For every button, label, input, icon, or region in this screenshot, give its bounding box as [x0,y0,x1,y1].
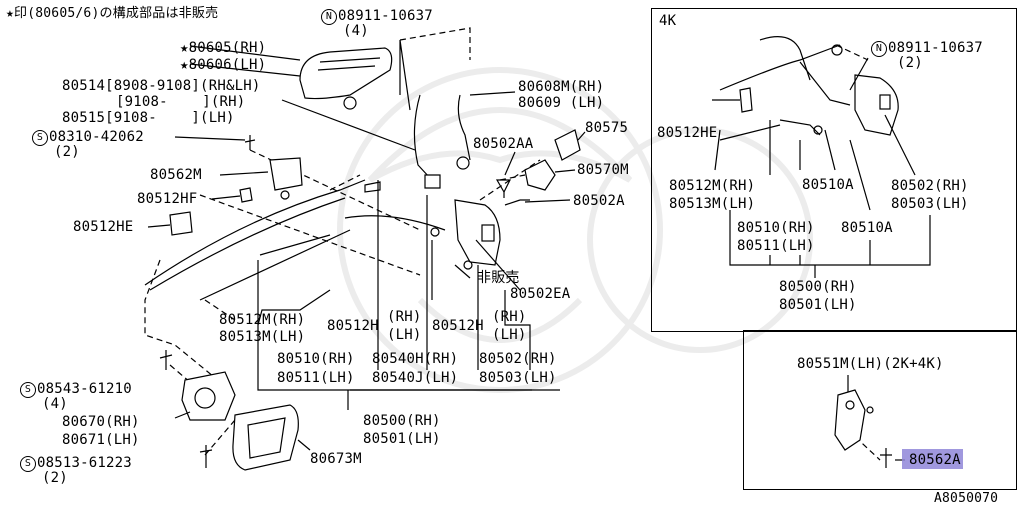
label-80502AA[interactable]: 80502AA [473,136,534,152]
label-4k-80510A-1[interactable]: 80510A [802,177,854,193]
label-4k-80501[interactable]: 80501(LH) [779,297,857,313]
label-80562A[interactable]: 80562A [909,452,961,468]
label-4k-08911-qty: (2) [897,55,923,71]
screw-mark-icon: S [20,382,36,398]
label-80511[interactable]: 80511(LH) [277,370,355,386]
part-80562M [269,157,303,191]
label-80510[interactable]: 80510(RH) [277,351,355,367]
highlight-80562A [902,449,963,469]
label-80512H-1-rh: (RH) [387,309,422,325]
label-80512H-2[interactable]: 80512H [432,318,484,334]
label-80606[interactable]: ★80606(LH) [180,57,267,73]
label-80514[interactable]: 80514[8908-9108](RH&LH) [62,78,261,94]
label-4k-80512M[interactable]: 80512M(RH) [669,178,756,194]
inset-4k-title: 4K [659,13,677,29]
label-80512HE[interactable]: 80512HE [73,219,134,235]
label-80514-rh: [9108- ](RH) [116,94,246,110]
label-80512H-2-lh: (LH) [492,327,527,343]
label-80540H[interactable]: 80540H(RH) [372,351,459,367]
label-80503[interactable]: 80503(LH) [479,370,557,386]
label-80605[interactable]: ★80605(RH) [180,40,267,56]
nut-mark-icon: N [871,41,887,57]
label-80502A[interactable]: 80502A [573,193,625,209]
label-4k-80500[interactable]: 80500(RH) [779,279,857,295]
label-80512H-2-rh: (RH) [492,309,527,325]
label-80512H-1-lh: (LH) [387,327,422,343]
label-80515[interactable]: 80515[9108- ](LH) [62,110,235,126]
label-4k-80512HE[interactable]: 80512HE [657,125,718,141]
screw-mark-icon: S [32,130,48,146]
label-80502EA[interactable]: 80502EA [510,286,571,302]
inner-handle-bezel [232,404,299,471]
label-4k-80503[interactable]: 80503(LH) [891,196,969,212]
label-80562M[interactable]: 80562M [150,167,202,183]
label-80501[interactable]: 80501(LH) [363,431,441,447]
inset-4k-frame [651,8,1017,332]
label-80670[interactable]: 80670(RH) [62,414,140,430]
label-4k-80513M[interactable]: 80513M(LH) [669,196,756,212]
label-not-for-sale: 非販売 [477,270,520,286]
label-80671[interactable]: 80671(LH) [62,432,140,448]
screw-mark-icon: S [20,456,36,472]
label-80500[interactable]: 80500(RH) [363,413,441,429]
label-80551M[interactable]: 80551M(LH)(2K+4K) [797,356,944,372]
latch-assembly [454,199,501,266]
outer-handle-shape [299,47,393,100]
label-80512M[interactable]: 80512M(RH) [219,312,306,328]
label-80512H-1[interactable]: 80512H [327,318,379,334]
label-80570M[interactable]: 80570M [577,162,629,178]
nut-mark-icon: N [321,9,337,25]
inner-handle-bracket [181,371,236,421]
label-08310-qty: (2) [54,144,80,160]
label-80609[interactable]: 80609 (LH) [518,95,605,111]
label-08513-qty: (2) [42,470,68,486]
label-80673M[interactable]: 80673M [310,451,362,467]
label-80513M[interactable]: 80513M(LH) [219,329,306,345]
label-80512HF[interactable]: 80512HF [137,191,198,207]
inset-2k4k-frame [743,330,1017,490]
header-note: ★印(80605/6)の構成部品は非販売 [6,6,219,21]
label-80575[interactable]: 80575 [585,120,629,136]
bracket-80551M [834,389,866,451]
label-4k-80502[interactable]: 80502(RH) [891,178,969,194]
label-4k-80510[interactable]: 80510(RH) [737,220,815,236]
diagram-id: A8050070 [934,491,999,506]
label-80540J[interactable]: 80540J(LH) [372,370,459,386]
label-08911-main-qty: (4) [343,23,369,39]
label-4k-80511[interactable]: 80511(LH) [737,238,815,254]
label-80608M[interactable]: 80608M(RH) [518,79,605,95]
label-08543-qty: (4) [42,396,68,412]
label-80502[interactable]: 80502(RH) [479,351,557,367]
label-4k-80510A-2[interactable]: 80510A [841,220,893,236]
